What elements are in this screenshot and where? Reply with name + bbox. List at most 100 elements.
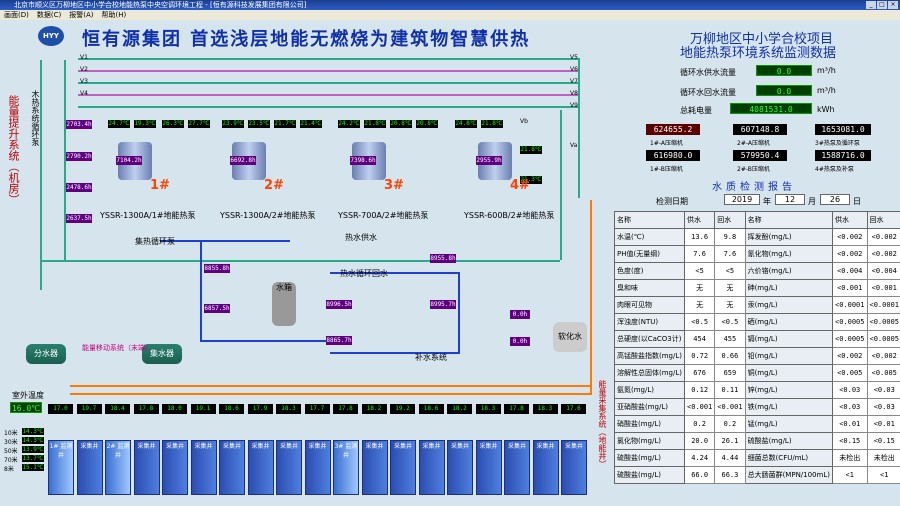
report-date-label: 检测日期 [656,197,688,206]
wq-value: <0.005 [866,364,900,382]
ground-well[interactable]: 2# 监测井 [105,440,131,495]
ground-well[interactable]: 采集井 [532,440,559,495]
wq-value: <5 [683,262,716,280]
maximize-button[interactable]: □ [877,1,887,9]
water-separator[interactable]: 分水器 [26,344,66,364]
valve-v8[interactable]: V8 [570,90,578,97]
wq-param-name: 锌(mg/L) [744,381,833,399]
water-tank[interactable]: 水箱 [272,282,296,326]
menu-alarm[interactable]: 报警(A) [69,11,94,19]
wq-value: <0.5 [683,313,716,331]
heat-pump-3-caption: YSSR-700A/2#地能热泵 [338,211,429,220]
menu-bar: 画面(D) 数据(C) 报警(A) 帮助(H) [0,10,900,20]
wq-value: <0.001 [831,279,868,297]
wq-value: <0.002 [866,245,900,263]
wq-param-name: 高锰酸盐指数(mg/L) [614,347,685,365]
supply-flow-label: 循环水供水流量 [680,68,736,77]
valve-v4[interactable]: V4 [80,90,88,97]
temp-ts11: 20.8℃ [390,120,412,128]
table-row: 臭和味无无砷(mg/L)<0.001<0.001 [614,279,900,297]
wq-header-row: 名称 供水 回水 名称 供水 回水 [614,211,900,229]
valve-va[interactable]: Va [570,142,578,149]
wq-param-name: 氨氮(mg/L) [614,381,685,399]
ground-well[interactable]: 采集井 [561,440,587,495]
well-temp: 17.8 [333,404,358,414]
soft-water-tank[interactable]: 软化水 [553,322,587,352]
acc-3-label: 3#热泵及循环泵 [815,140,860,147]
project-subtitle: 地能热泵环境系统监测数据 [680,46,837,61]
well-temp: 18.3 [276,404,301,414]
report-year-input[interactable]: 2019 [724,194,760,205]
wq-value: <0.5 [714,313,746,331]
valve-v9[interactable]: V9 [570,102,578,109]
temp-ts7: 21.7℃ [274,120,296,128]
wq-param-name: 氰化物(mg/L) [744,245,833,263]
ground-well[interactable]: 采集井 [133,440,160,495]
report-day-input[interactable]: 26 [820,194,850,205]
ground-well[interactable]: 采集井 [247,440,274,495]
wq-param-name: 总硬度(以CaCO3计) [614,330,685,348]
sub-left-label: 集热循环泵 [135,237,175,246]
valve-v6[interactable]: V6 [570,66,578,73]
report-title: 水质检测报告 [712,182,796,193]
wq-value: <0.001 [866,279,900,297]
report-month-input[interactable]: 12 [775,194,805,205]
minimize-button[interactable]: _ [866,1,876,9]
ground-well[interactable]: 采集井 [361,440,388,495]
wq-value: <0.002 [831,245,868,263]
wq-value: 676 [683,364,716,382]
valve-v1[interactable]: V1 [80,54,88,61]
ground-well[interactable]: 采集井 [219,440,245,495]
valve-v2[interactable]: V2 [80,66,88,73]
ground-well[interactable]: 采集井 [190,440,217,495]
temp-ts2: 19.3℃ [134,120,156,128]
ground-well[interactable]: 采集井 [504,440,530,495]
wq-param-name: 挥发酚(mg/L) [744,228,833,246]
ground-well[interactable]: 采集井 [475,440,502,495]
wq-param-name: 铜(mg/L) [744,364,833,382]
hot-water-supply-label: 热水供水 [345,233,377,242]
valve-v3[interactable]: V3 [80,78,88,85]
depth-temp-value: 14.3℃ [22,428,44,435]
acc-2a-label: 2#-A压缩机 [737,140,770,147]
ground-well[interactable]: 采集井 [390,440,416,495]
heat-pump-1-runtime: 7104.2h [116,156,142,165]
ground-well[interactable]: 采集井 [304,440,331,495]
water-collector[interactable]: 集水器 [142,344,182,364]
menu-data[interactable]: 数据(C) [36,11,62,19]
menu-display[interactable]: 画面(D) [4,11,29,19]
wq-value: <0.03 [831,381,868,399]
valve-v5[interactable]: V5 [570,54,578,61]
wq-value: <0.001 [683,398,716,416]
ground-well[interactable]: 1# 监测井 [48,440,74,495]
ground-well[interactable]: 采集井 [418,440,445,495]
wq-param-name: 色度(度) [614,262,685,280]
wq-param-name: 亚硝酸盐(mg/L) [614,398,685,416]
well-temp: 19.1 [190,404,216,414]
wq-value: 13.6 [683,228,716,246]
close-button[interactable]: × [888,1,898,9]
wq-value: 9.8 [714,228,746,246]
ground-well[interactable]: 3# 监测井 [333,440,359,495]
valve-vb[interactable]: Vb [520,118,528,125]
wq-value: 0.12 [683,381,716,399]
ground-well[interactable]: 采集井 [162,440,188,495]
ground-well[interactable]: 采集井 [276,440,302,495]
ground-well[interactable]: 采集井 [76,440,103,495]
heat-pump-3-runtime: 7398.6h [350,156,376,165]
wq-value: 26.1 [714,432,746,450]
temp-ts13: 24.8℃ [455,120,477,128]
outdoor-temp-value: 16.0℃ [10,402,42,413]
valve-v7[interactable]: V7 [570,78,578,85]
menu-help[interactable]: 帮助(H) [101,11,127,19]
wq-value: 无 [714,296,746,314]
ground-well[interactable]: 采集井 [447,440,473,495]
wq-value: <0.004 [866,262,900,280]
wq-param-name: PH值(无量纲) [614,245,685,263]
well-temp: 18.2 [361,404,387,414]
power-value: 4081531.0 [730,103,812,114]
heat-pump-2-runtime: 6692.8h [230,156,256,165]
